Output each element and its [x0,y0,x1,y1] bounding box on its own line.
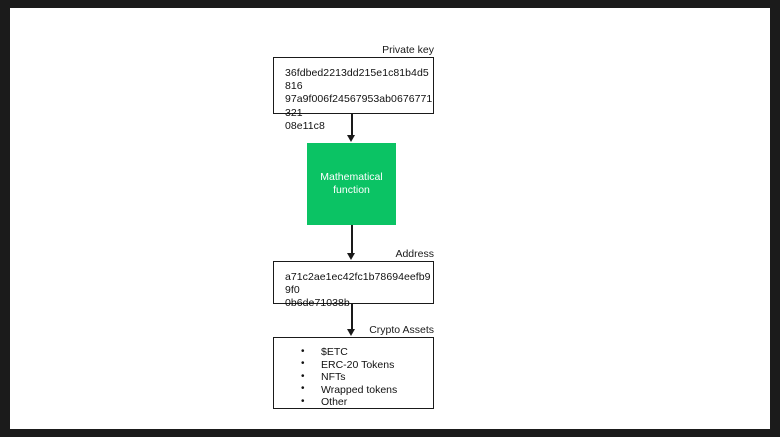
mathematical-function-box: Mathematical function [307,143,396,225]
diagram-canvas: Private key 36fdbed2213dd215e1c81b4d5816… [10,8,770,429]
arrow-head-icon [347,253,356,260]
address-box: a71c2ae1ec42fc1b78694eefb99f0 0b6de71038… [273,261,434,309]
list-item: Wrapped tokens [274,383,433,397]
private-key-box: 36fdbed2213dd215e1c81b4d5816 97a9f006f24… [273,57,434,132]
private-key-caption: Private key [382,44,434,56]
arrow-head-icon [347,135,356,142]
crypto-assets-box: $ETC ERC-20 Tokens NFTs Wrapped tokens O… [273,337,434,409]
list-item: NFTs [274,371,433,384]
arrow-shaft [351,304,353,330]
arrow-shaft [351,114,353,136]
arrow-private-key-to-function [345,114,359,143]
list-item: Other [274,396,433,409]
arrow-address-to-crypto-assets [345,304,359,337]
private-key-value: 36fdbed2213dd215e1c81b4d5816 97a9f006f24… [285,67,433,132]
address-caption: Address [395,248,434,260]
list-item: $ETC [274,346,433,359]
list-item: ERC-20 Tokens [274,358,433,372]
arrow-head-icon [347,329,356,336]
crypto-assets-caption: Crypto Assets [369,324,434,336]
mathematical-function-label: Mathematical function [320,170,383,197]
address-value: a71c2ae1ec42fc1b78694eefb99f0 0b6de71038… [285,271,431,310]
crypto-assets-list: $ETC ERC-20 Tokens NFTs Wrapped tokens O… [274,346,433,409]
arrow-function-to-address [345,225,359,261]
arrow-shaft [351,225,353,254]
